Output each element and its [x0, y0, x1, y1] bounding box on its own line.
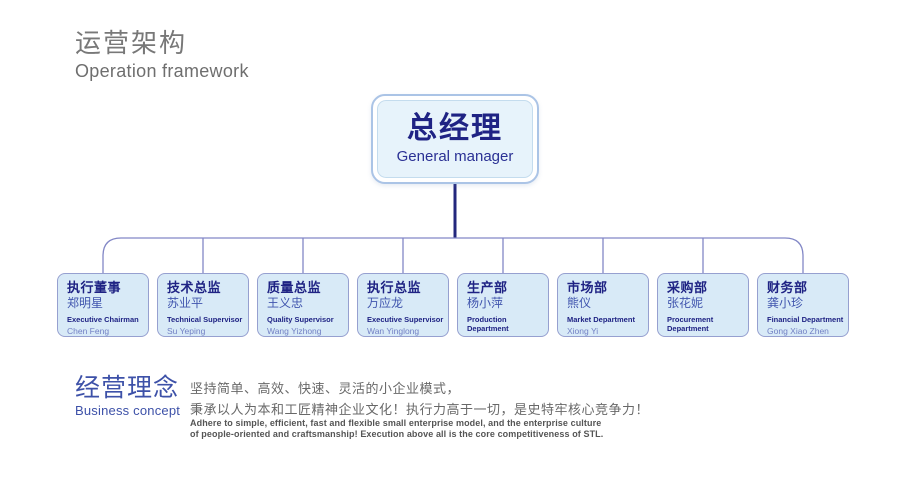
department-card: 执行董事 郑明星 Executive Chairman Chen Feng — [57, 273, 149, 337]
department-head-name-en: Wang Yizhong — [267, 326, 322, 336]
business-concept-text-en: Adhere to simple, efficient, fast and fl… — [190, 418, 603, 439]
general-manager-node-inner: 总经理 General manager — [377, 100, 533, 178]
department-title-en: Production Department — [467, 315, 509, 333]
department-head-name-zh: 熊仪 — [567, 296, 592, 310]
department-title-en: Financial Department — [767, 315, 844, 324]
department-title-en: Technical Supervisor — [167, 315, 243, 324]
department-title-en: Market Department — [567, 315, 635, 324]
department-head-name-zh: 万应龙 — [367, 296, 404, 310]
business-concept-text-zh: 坚持简单、高效、快速、灵活的小企业模式， 秉承以人为本和工匠精神企业文化！执行力… — [190, 378, 649, 420]
department-head-name-en: Wan Yinglong — [367, 326, 420, 336]
department-title-zh: 质量总监 — [267, 280, 322, 295]
page-title: 运营架构 Operation framework — [75, 28, 249, 82]
department-card: 执行总监 万应龙 Executive Supervisor Wan Yinglo… — [357, 273, 449, 337]
department-title-zh: 市场部 — [567, 280, 608, 295]
department-head-name-zh: 杨小萍 — [467, 296, 504, 310]
department-card: 财务部 龚小珍 Financial Department Gong Xiao Z… — [757, 273, 849, 337]
department-title-zh: 技术总监 — [167, 280, 222, 295]
page-title-en: Operation framework — [75, 61, 249, 81]
department-head-name-zh: 张花妮 — [667, 296, 704, 310]
department-head-name-zh: 龚小珍 — [767, 296, 804, 310]
department-head-name-zh: 苏业平 — [167, 296, 204, 310]
department-head-name-en: Xiong Yi — [567, 326, 599, 336]
general-manager-node: 总经理 General manager — [371, 94, 539, 184]
general-manager-title-en: General manager — [396, 148, 514, 165]
department-head-name-en: Su Yeping — [167, 326, 206, 336]
department-head-name-zh: 郑明星 — [67, 296, 104, 310]
department-head-name-en: Yang Xiao Pin — [467, 335, 548, 336]
department-card: 质量总监 王义忠 Quality Supervisor Wang Yizhong — [257, 273, 349, 337]
page-title-zh: 运营架构 — [75, 28, 188, 58]
business-concept-zh-line1: 坚持简单、高效、快速、灵活的小企业模式， — [190, 381, 461, 396]
department-head-name-en: Chen Feng — [67, 326, 110, 336]
business-concept-en-line2: of people-oriented and craftsmanship! Ex… — [190, 428, 604, 439]
department-title-zh: 采购部 — [667, 280, 708, 295]
department-row: 执行董事 郑明星 Executive Chairman Chen Feng 技术… — [57, 273, 849, 337]
department-card: 技术总监 苏业平 Technical Supervisor Su Yeping — [157, 273, 249, 337]
general-manager-title-zh: 总经理 — [407, 112, 503, 145]
business-concept-heading-en: Business concept — [75, 403, 181, 418]
department-card: 采购部 张花妮 Procurement Department Zhang Hua… — [657, 273, 749, 337]
department-title-en: Executive Supervisor — [367, 315, 444, 324]
department-title-zh: 执行总监 — [367, 280, 422, 295]
department-title-en: Quality Supervisor — [267, 315, 334, 324]
department-head-name-zh: 王义忠 — [267, 296, 304, 310]
business-concept-zh-line2: 秉承以人为本和工匠精神企业文化！执行力高于一切，是史特牢核心竞争力！ — [190, 402, 650, 417]
department-head-name-en: Gong Xiao Zhen — [767, 326, 829, 336]
department-title-zh: 财务部 — [767, 280, 808, 295]
department-card: 生产部 杨小萍 Production Department Yang Xiao … — [457, 273, 549, 337]
department-title-zh: 执行董事 — [67, 280, 122, 295]
department-title-en: Procurement Department — [667, 315, 714, 333]
department-head-name-en: Zhang Hua Ni — [667, 335, 748, 336]
bus-line — [102, 237, 804, 274]
business-concept-heading: 经营理念 Business concept — [75, 374, 180, 418]
department-title-en: Executive Chairman — [67, 315, 139, 324]
department-title-zh: 生产部 — [467, 280, 508, 295]
drop-lines — [202, 238, 704, 274]
department-card: 市场部 熊仪 Market Department Xiong Yi — [557, 273, 649, 337]
business-concept-en-line1: Adhere to simple, efficient, fast and fl… — [190, 418, 602, 428]
business-concept-heading-zh: 经营理念 — [75, 374, 180, 402]
